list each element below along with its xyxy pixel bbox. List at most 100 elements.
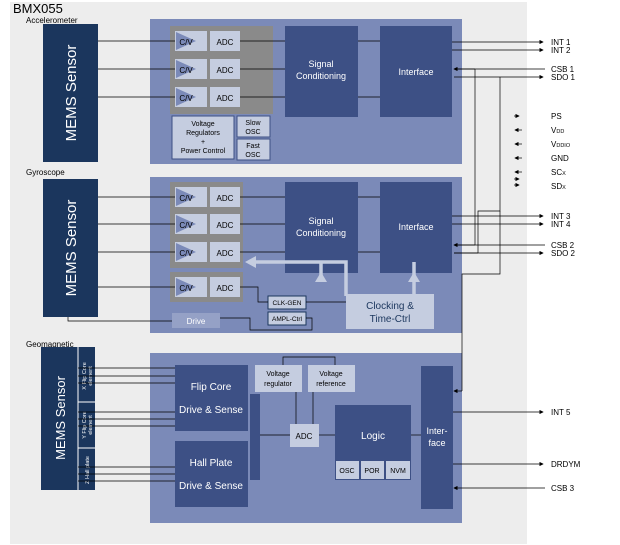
ampl-ctrl-block (267, 311, 307, 326)
pin-drdym: DRDYM (551, 460, 581, 469)
interface-label: Interface (398, 222, 433, 232)
mag-wires (78, 211, 545, 491)
pin-scx-sub: X (562, 171, 566, 177)
accel-mems-sensor (43, 24, 98, 162)
accel-channel-1: C/V ADC (175, 31, 240, 51)
vreg-mag-label-2: regulator (264, 381, 292, 388)
pin-sdo1: SDO 1 (551, 73, 576, 82)
gyro-mems-label: MEMS Sensor (63, 200, 80, 297)
adc (210, 187, 240, 207)
drive-label: Drive (187, 317, 206, 326)
adc-label: ADC (217, 284, 234, 293)
adc (210, 59, 240, 79)
pin-int5: INT 5 (551, 408, 571, 417)
amp-triangle (176, 243, 196, 261)
adc (210, 277, 240, 297)
hall-plate-label: Hall Plate (190, 458, 233, 469)
drive-block (172, 313, 220, 328)
amp-triangle (176, 278, 196, 296)
mag-interface-block (421, 366, 453, 509)
pin-vdd-sub: DD (556, 129, 564, 135)
accel-mems-label: MEMS Sensor (63, 45, 80, 142)
cv-label: C/V (179, 221, 193, 230)
adc (210, 242, 240, 262)
cv-label: C/V (179, 94, 193, 103)
diagram-title: BMX055 (13, 1, 63, 16)
pin-sdx: SDX (551, 182, 566, 191)
vreg-label-2: Regulators (186, 130, 220, 137)
clocking-time-ctrl-block (346, 294, 434, 329)
clock-arrowheads (245, 256, 420, 282)
gyro-drive-channel: C/V ADC (175, 277, 240, 297)
gyro-signal-conditioning (285, 182, 358, 273)
signal-label-2: Conditioning (296, 71, 346, 81)
por-label: POR (364, 468, 379, 475)
mag-adc-label: ADC (296, 432, 313, 441)
ampl-ctrl-label: AMPL-Ctrl (272, 316, 303, 323)
amp-triangle (176, 215, 196, 233)
pin-sdx-main: SD (551, 182, 562, 191)
pin-vddio-main: V (551, 140, 557, 149)
fast-osc-label-2: OSC (245, 152, 260, 159)
flip-core-block (175, 365, 248, 431)
adc-label: ADC (217, 94, 234, 103)
gyro-mems-sensor (43, 179, 98, 317)
pin-int1: INT 1 (551, 38, 571, 47)
mux-bar (250, 394, 260, 480)
signal-label-2: Conditioning (296, 228, 346, 238)
adc (210, 87, 240, 107)
clocking-label-1: Clocking & (366, 301, 414, 312)
fast-osc-label-1: Fast (246, 143, 260, 150)
vreg-label-1: Voltage (191, 121, 214, 128)
vref-label-2: reference (316, 381, 346, 388)
adc-label: ADC (217, 194, 234, 203)
gyro-channel-1: C/V ADC (175, 187, 240, 207)
logic-label: Logic (361, 431, 385, 442)
adc-label: ADC (217, 249, 234, 258)
cv-label: C/V (179, 249, 193, 258)
mag-interface-label-1: Inter- (426, 426, 447, 436)
mag-mems-label: MEMS Sensor (53, 375, 68, 459)
amp-triangle (176, 60, 196, 78)
adc (210, 214, 240, 234)
accel-signal-conditioning (285, 26, 358, 117)
osc-label: OSC (339, 468, 354, 475)
gyro-interface (380, 182, 452, 273)
clk-gen-label: CLK-GEN (273, 300, 302, 307)
clk-gen-block (267, 295, 307, 310)
vreg-label-4: Power Control (181, 148, 226, 155)
fast-osc-block (236, 138, 271, 161)
interface-label: Interface (398, 67, 433, 77)
accel-channel-2: C/V ADC (175, 59, 240, 79)
pin-scx-main: SC (551, 168, 562, 177)
pin-gnd: GND (551, 154, 569, 163)
signal-label-1: Signal (308, 216, 333, 226)
pin-sdo2: SDO 2 (551, 249, 576, 258)
flip-core-label: Flip Core (191, 382, 232, 393)
cv-label: C/V (179, 284, 193, 293)
adc-label: ADC (217, 221, 234, 230)
slow-osc-label-2: OSC (245, 129, 260, 136)
adc-label: ADC (217, 38, 234, 47)
y-flip-label-1: Y Flip Core (82, 411, 88, 438)
section-label-accelerometer: Accelerometer (26, 16, 78, 25)
voltage-regulator-block (255, 365, 302, 392)
pin-int3: INT 3 (551, 212, 571, 221)
pin-csb3: CSB 3 (551, 484, 575, 493)
mag-mems-sensor (41, 347, 95, 490)
voltage-reference-block (308, 365, 355, 392)
nvm-label: NVM (390, 468, 406, 475)
adc (210, 31, 240, 51)
pin-vdd-main: V (551, 126, 557, 135)
vreg-label-3: + (201, 139, 205, 146)
adc-label: ADC (217, 66, 234, 75)
vref-label-1: Voltage (319, 371, 342, 378)
voltage-regulators-block (171, 115, 235, 160)
hall-drive-sense-label: Drive & Sense (179, 481, 243, 492)
accel-interface (380, 26, 452, 117)
amp-triangle (176, 32, 196, 50)
pin-vdd: VDD (551, 126, 564, 135)
pin-int2: INT 2 (551, 46, 571, 55)
section-label-gyroscope: Gyroscope (26, 168, 65, 177)
